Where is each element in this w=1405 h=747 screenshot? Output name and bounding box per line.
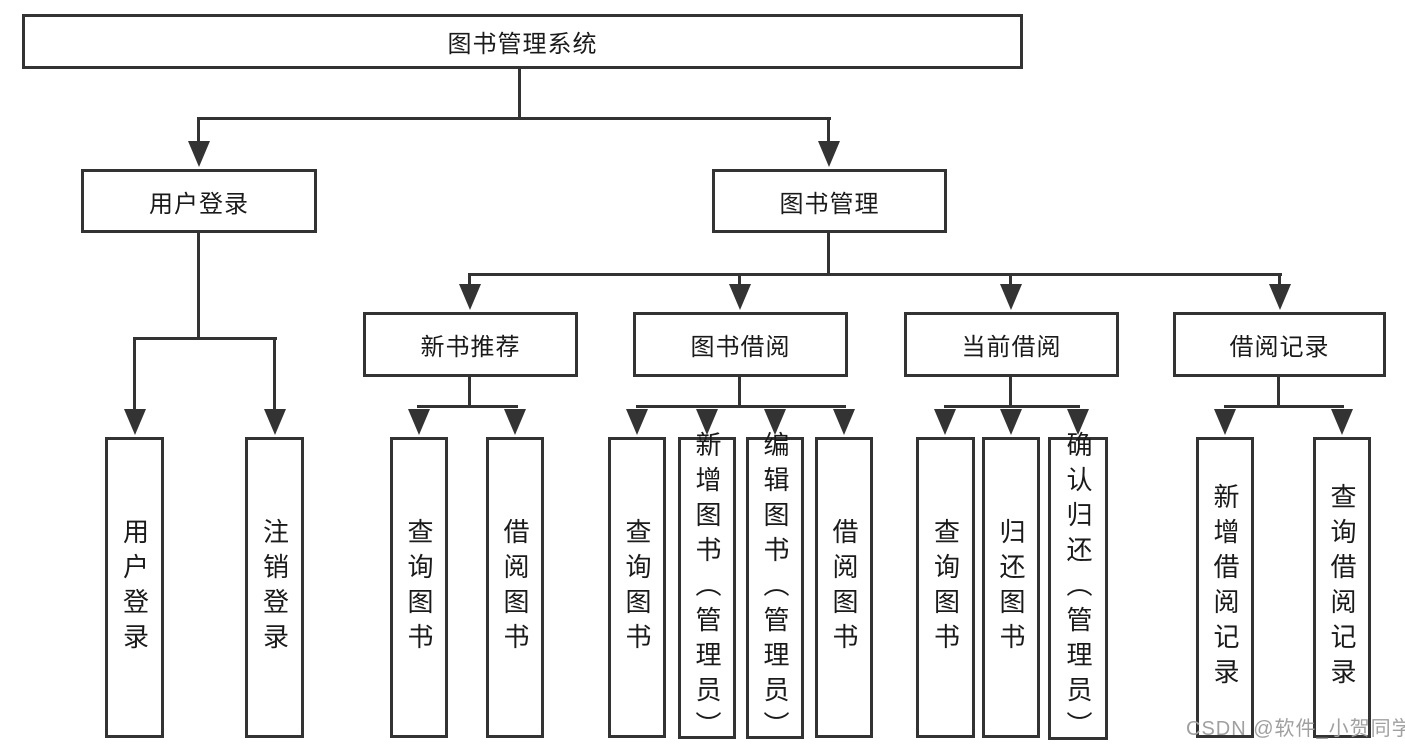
arrowhead-icon [188, 141, 210, 167]
node-label: 图书管理 [779, 190, 880, 218]
arrowhead-icon [764, 409, 786, 435]
node-label: 借阅记录 [1229, 334, 1330, 361]
node-leaf-add-borrow-record: 新增借阅记录 [1196, 437, 1254, 738]
connector [738, 377, 741, 407]
node-leaf-user-login: 用户登录 [105, 437, 164, 738]
arrowhead-icon [1214, 409, 1236, 435]
connector [518, 68, 521, 118]
node-label: 借阅图书 [829, 517, 859, 658]
connector [197, 117, 831, 120]
node-label: 新增图书（管理员） [692, 430, 722, 746]
node-label: 图书借阅 [690, 334, 791, 361]
node-label: 查询图书 [622, 517, 652, 658]
arrowhead-icon [934, 409, 956, 435]
connector [468, 273, 471, 287]
arrowhead-icon [264, 409, 286, 435]
connector [944, 405, 1080, 408]
node-label: 借阅图书 [500, 517, 530, 658]
arrowhead-icon [459, 284, 481, 310]
node-label: 查询图书 [930, 517, 961, 658]
connector [133, 337, 136, 412]
node-label: 确认归还（管理员） [1063, 431, 1093, 746]
connector [197, 117, 200, 143]
connector [738, 273, 741, 287]
connector [1009, 273, 1012, 287]
connector [468, 377, 471, 407]
node-label: 查询借阅记录 [1327, 482, 1357, 693]
node-label: 用户登录 [119, 517, 150, 658]
connector [273, 337, 276, 412]
node-leaf-query-books-current: 查询图书 [916, 437, 975, 738]
node-leaf-edit-books-admin: 编辑图书（管理员） [746, 431, 804, 746]
node-label: 新书推荐 [420, 334, 521, 361]
connector [1278, 273, 1281, 287]
node-label: 新增借阅记录 [1210, 482, 1240, 693]
connector [1009, 377, 1012, 407]
arrowhead-icon [696, 409, 718, 435]
node-current-borrowing: 当前借阅 [904, 312, 1119, 377]
arrowhead-icon [1331, 409, 1353, 435]
node-leaf-add-books-admin: 新增图书（管理员） [678, 431, 736, 746]
node-user-login-group: 用户登录 [81, 169, 317, 233]
node-book-management: 图书管理 [712, 169, 947, 233]
node-leaf-query-books-recommend: 查询图书 [390, 437, 448, 738]
connector [827, 233, 830, 275]
arrowhead-icon [1269, 284, 1291, 310]
node-label: 图书管理系统 [447, 31, 598, 58]
arrowhead-icon [729, 284, 751, 310]
node-leaf-return-books: 归还图书 [982, 437, 1040, 738]
arrowhead-icon [818, 141, 840, 167]
connector [636, 405, 846, 408]
node-label: 查询图书 [404, 517, 434, 658]
connector [1277, 377, 1280, 407]
node-leaf-query-borrow-record: 查询借阅记录 [1313, 437, 1371, 738]
arrowhead-icon [504, 409, 526, 435]
connector [417, 405, 518, 408]
arrowhead-icon [833, 409, 855, 435]
arrowhead-icon [408, 409, 430, 435]
node-leaf-borrow-books-borrowing: 借阅图书 [815, 437, 873, 738]
csdn-watermark: CSDN @软件_小贺同学 [1186, 718, 1405, 740]
node-label: 注销登录 [259, 517, 290, 658]
node-new-book-recommend: 新书推荐 [363, 312, 578, 377]
node-root: 图书管理系统 [22, 14, 1023, 69]
node-book-borrowing: 图书借阅 [633, 312, 848, 377]
node-label: 编辑图书（管理员） [760, 430, 790, 746]
node-label: 用户登录 [149, 190, 249, 218]
node-leaf-query-books-borrowing: 查询图书 [608, 437, 666, 738]
arrowhead-icon [1000, 284, 1022, 310]
arrowhead-icon [1067, 409, 1089, 435]
connector [827, 117, 830, 143]
node-borrowing-records: 借阅记录 [1173, 312, 1386, 377]
connector [133, 337, 277, 340]
connector [468, 273, 1282, 276]
node-leaf-confirm-return-admin: 确认归还（管理员） [1048, 431, 1108, 746]
arrowhead-icon [626, 409, 648, 435]
node-leaf-logout: 注销登录 [245, 437, 304, 738]
node-label: 当前借阅 [961, 334, 1062, 361]
node-leaf-borrow-books-recommend: 借阅图书 [486, 437, 544, 738]
connector [1224, 405, 1344, 408]
connector [197, 233, 200, 339]
node-label: 归还图书 [996, 517, 1026, 658]
arrowhead-icon [1000, 409, 1022, 435]
arrowhead-icon [124, 409, 146, 435]
